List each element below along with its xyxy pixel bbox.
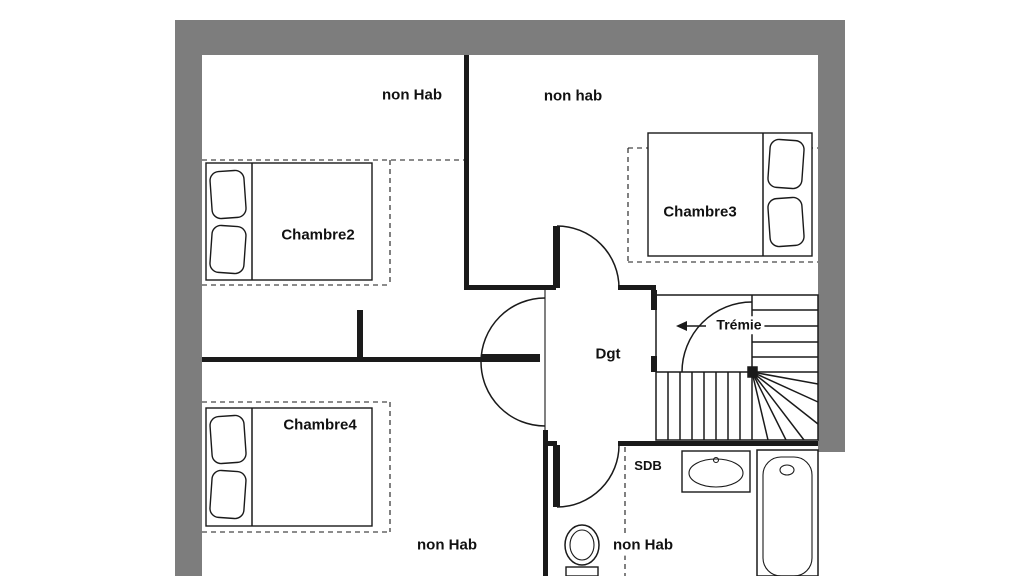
bed-chambre4 bbox=[205, 407, 373, 527]
label-chambre2: Chambre2 bbox=[278, 226, 358, 246]
label-non-hab-top-left: non Hab bbox=[382, 86, 442, 104]
exterior-walls bbox=[175, 20, 845, 576]
sink bbox=[681, 450, 751, 493]
door-sdb bbox=[553, 444, 620, 508]
door-top bbox=[553, 225, 620, 289]
label-sdb: SDB bbox=[631, 457, 665, 475]
label-non-hab-top-middle: non hab bbox=[543, 87, 603, 105]
label-chambre4: Chambre4 bbox=[280, 416, 360, 436]
door-double-hall bbox=[480, 297, 546, 427]
label-tremie: Trémie bbox=[713, 316, 765, 334]
staircase bbox=[655, 294, 819, 441]
interior-walls bbox=[202, 55, 818, 576]
label-non-hab-bottom-right: non Hab bbox=[610, 536, 676, 556]
bed-chambre3 bbox=[647, 132, 813, 257]
label-chambre3: Chambre3 bbox=[660, 203, 740, 223]
bathtub bbox=[756, 449, 819, 576]
label-degagement: Dgt bbox=[592, 345, 624, 365]
tremie-arrow-icon bbox=[676, 321, 706, 331]
bed-chambre2 bbox=[205, 162, 373, 281]
label-non-hab-bottom-left: non Hab bbox=[417, 536, 477, 554]
toilet bbox=[564, 524, 600, 576]
